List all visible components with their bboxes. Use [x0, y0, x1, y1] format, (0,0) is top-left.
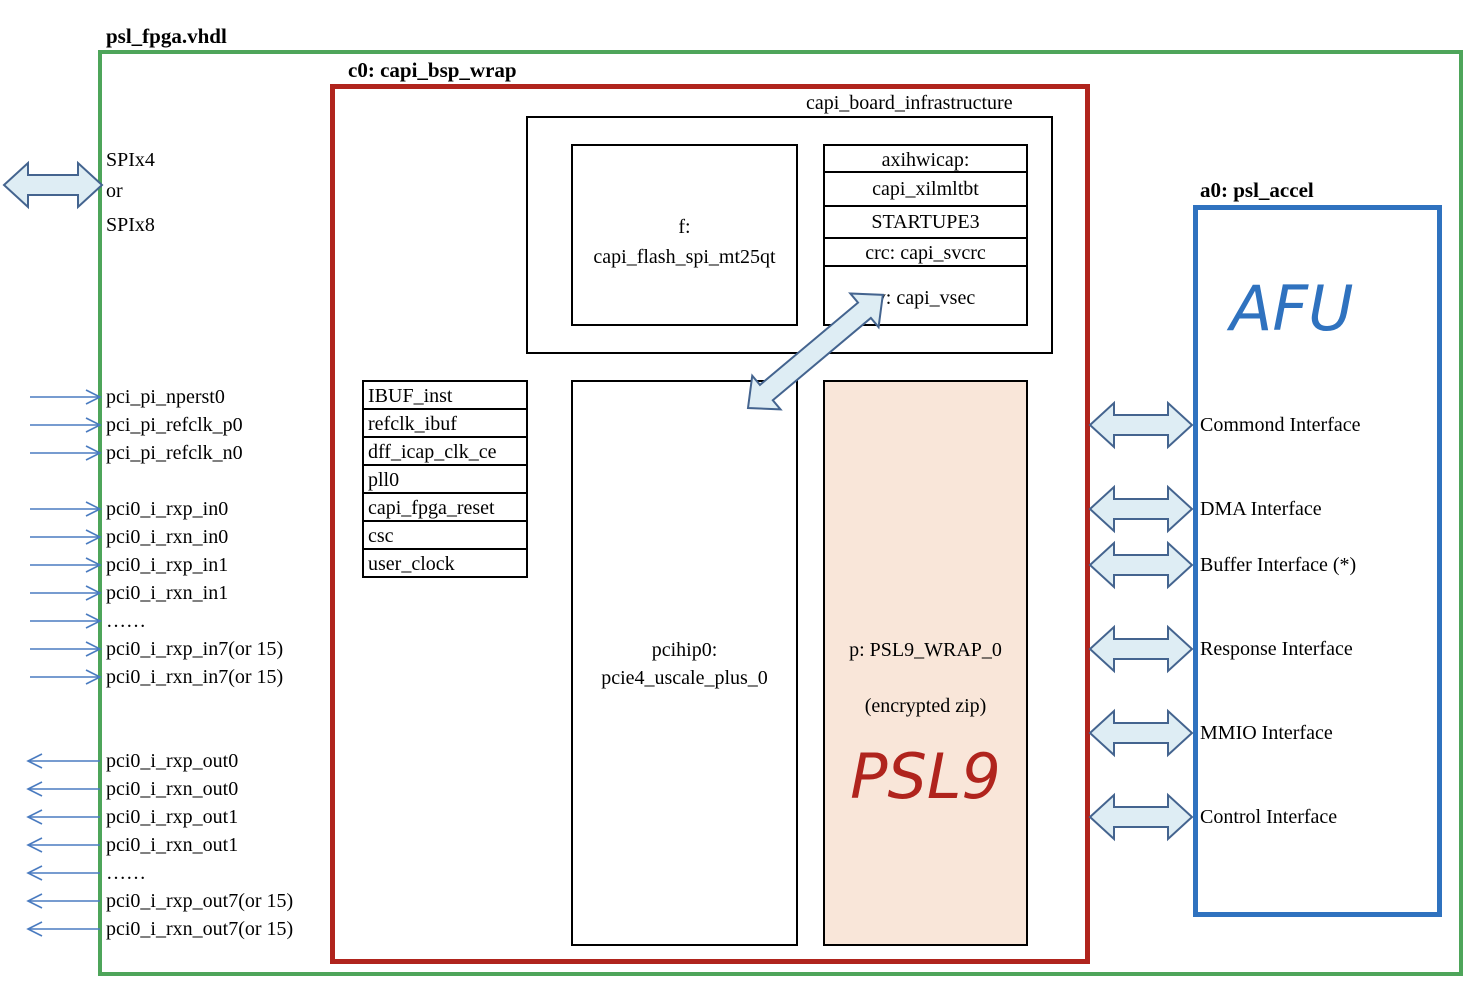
input-signal-label: pci_pi_refclk_n0	[106, 442, 243, 464]
input-signal-label: pci0_i_rxp_in1	[106, 554, 229, 576]
clock-list-item: IBUF_inst	[364, 382, 526, 410]
infra-item-vsec: v: capi_vsec	[875, 287, 976, 309]
output-arrow-head-icon	[26, 865, 43, 881]
bsp-box	[330, 84, 1090, 964]
pcihip-label-2: pcie4_uscale_plus_0	[601, 667, 768, 689]
flash-label-1: f:	[678, 216, 691, 238]
input-arrow-head-icon	[85, 445, 102, 461]
interface-double-arrow-icon	[1088, 540, 1194, 590]
afu-big-label: AFU	[1230, 272, 1354, 345]
output-signal-label: pci0_i_rxp_out0	[106, 750, 239, 772]
psl9-note: (encrypted zip)	[864, 695, 987, 717]
clock-list-item: refclk_ibuf	[364, 410, 526, 438]
interface-double-arrow-icon	[1088, 400, 1194, 450]
interface-label: Control Interface	[1200, 806, 1338, 828]
output-signal-label: ……	[106, 862, 146, 884]
interface-double-arrow-icon	[1088, 484, 1194, 534]
output-signal-label: pci0_i_rxn_out7(or 15)	[106, 918, 294, 940]
input-arrow-head-icon	[85, 389, 102, 405]
interface-double-arrow-icon	[1088, 708, 1194, 758]
input-signal-label: pci0_i_rxp_in0	[106, 498, 229, 520]
output-arrow-head-icon	[26, 893, 43, 909]
input-signal-label: pci_pi_nperst0	[106, 386, 225, 408]
infra-item-axihwicap: axihwicap:	[825, 146, 1026, 173]
input-signal-label: pci0_i_rxp_in7(or 15)	[106, 638, 284, 660]
interface-double-arrow-icon	[1088, 792, 1194, 842]
input-signal-label: pci0_i_rxn_in0	[106, 526, 229, 548]
input-arrow-head-icon	[85, 417, 102, 433]
input-signal-label: pci0_i_rxn_in7(or 15)	[106, 666, 284, 688]
interface-double-arrow-icon	[1088, 624, 1194, 674]
flash-label-2: capi_flash_spi_mt25qt	[593, 246, 776, 268]
psl9-block: p: PSL9_WRAP_0 (encrypted zip) PSL9	[823, 380, 1028, 946]
clock-list-item: user_clock	[368, 553, 455, 575]
interface-label: Commond Interface	[1200, 414, 1361, 436]
clock-list-item: dff_icap_clk_ce	[364, 438, 526, 466]
top-module-title: psl_fpga.vhdl	[106, 24, 227, 48]
interface-label: Buffer Interface (*)	[1200, 554, 1357, 576]
interface-label: Response Interface	[1200, 638, 1353, 660]
diagonal-double-arrow-icon	[746, 292, 884, 411]
input-arrow-head-icon	[85, 669, 102, 685]
input-arrow-head-icon	[85, 585, 102, 601]
clock-list-item: csc	[364, 522, 526, 550]
output-arrow-head-icon	[26, 837, 43, 853]
infra-item-startupe3: STARTUPE3	[825, 207, 1026, 239]
clock-list-item: capi_fpga_reset	[364, 494, 526, 522]
output-arrow-head-icon	[26, 921, 43, 937]
output-signal-label: pci0_i_rxn_out0	[106, 778, 239, 800]
output-signal-label: pci0_i_rxp_out1	[106, 806, 239, 828]
output-arrow-head-icon	[26, 753, 43, 769]
psl9-big-label: PSL9	[850, 740, 1001, 813]
psl9-name: p: PSL9_WRAP_0	[849, 639, 1002, 661]
accel-title: a0: psl_accel	[1200, 178, 1314, 202]
input-arrow-head-icon	[85, 641, 102, 657]
pcihip-label-1: pcihip0:	[651, 639, 718, 661]
input-arrow-head-icon	[85, 557, 102, 573]
output-arrow-head-icon	[26, 809, 43, 825]
flash-block: f: capi_flash_spi_mt25qt	[571, 144, 798, 326]
interface-label: MMIO Interface	[1200, 722, 1333, 744]
spi-double-arrow-icon	[2, 160, 104, 210]
clock-list-item: pll0	[364, 466, 526, 494]
input-signal-label: ……	[106, 610, 146, 632]
input-arrow-head-icon	[85, 613, 102, 629]
board-infra-title: capi_board_infrastructure	[806, 92, 1013, 114]
input-arrow-head-icon	[85, 501, 102, 517]
output-signal-label: pci0_i_rxp_out7(or 15)	[106, 890, 294, 912]
spi-label-x4: SPIx4	[106, 149, 155, 171]
infra-item-xilmltbt: capi_xilmltbt	[825, 173, 1026, 207]
bsp-title: c0: capi_bsp_wrap	[348, 58, 517, 82]
spi-label-x8: SPIx8	[106, 214, 155, 236]
output-signal-label: pci0_i_rxn_out1	[106, 834, 239, 856]
input-signal-label: pci0_i_rxn_in1	[106, 582, 229, 604]
input-arrow-head-icon	[85, 529, 102, 545]
output-arrow-head-icon	[26, 781, 43, 797]
top-module-box	[98, 50, 1463, 976]
interface-label: DMA Interface	[1200, 498, 1322, 520]
spi-label-or: or	[106, 180, 123, 202]
input-signal-label: pci_pi_refclk_p0	[106, 414, 243, 436]
infra-item-crc: crc: capi_svcrc	[825, 239, 1026, 267]
pcihip-block: pcihip0: pcie4_uscale_plus_0	[571, 380, 798, 946]
accel-box	[1193, 205, 1442, 917]
